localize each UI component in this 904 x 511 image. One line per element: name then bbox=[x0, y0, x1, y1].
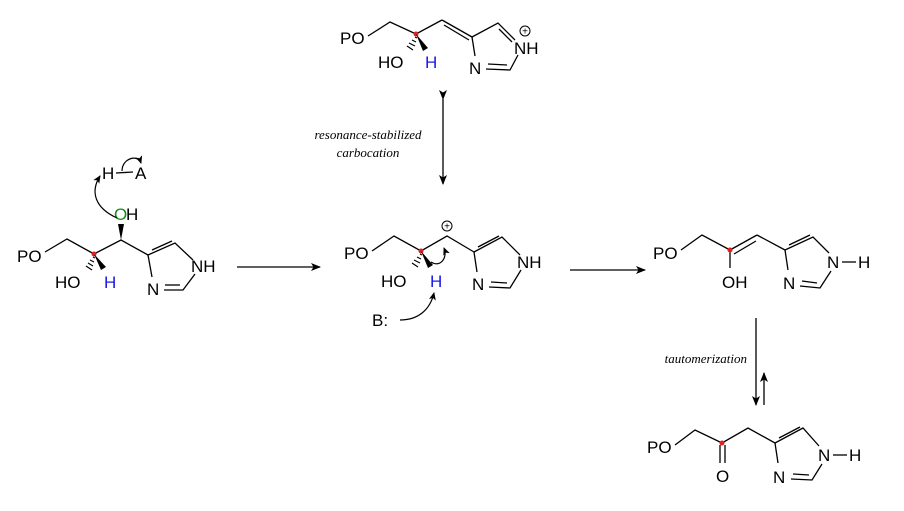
ring-bond bbox=[147, 254, 153, 278]
ring-bond bbox=[488, 269, 522, 289]
n-label: N bbox=[472, 275, 484, 294]
iminium-charge-circle bbox=[519, 25, 531, 37]
carbon-chain bbox=[680, 234, 731, 251]
phosphate-label: PO bbox=[340, 29, 365, 48]
tautomerization-label: tautomerization bbox=[665, 351, 747, 366]
base-label: B: bbox=[372, 311, 388, 330]
curly-arrow-oh-to-h bbox=[93, 175, 118, 219]
ring-bond bbox=[774, 442, 779, 464]
n-label: N bbox=[783, 274, 795, 293]
exocyclic-double-bond bbox=[441, 19, 473, 38]
stereocenter-dot bbox=[727, 247, 733, 253]
h-label: H bbox=[858, 253, 870, 272]
curly-arrow-ha-to-a bbox=[121, 155, 143, 172]
hydrogen-label-blue: H bbox=[425, 53, 437, 72]
enol-double-bond bbox=[733, 240, 757, 255]
ring-bond bbox=[147, 242, 194, 261]
ring-bond bbox=[799, 270, 832, 289]
carbon-chain bbox=[44, 238, 149, 256]
acid-a-label: A bbox=[135, 164, 147, 183]
phosphate-label: PO bbox=[653, 244, 678, 263]
carbon-chain bbox=[367, 19, 443, 37]
ring-double-bond bbox=[487, 63, 508, 66]
ring-bond bbox=[471, 22, 516, 41]
nh-label: NH bbox=[191, 257, 216, 276]
hydroxyl-label: HO bbox=[55, 273, 81, 292]
curly-arrow-base-to-h bbox=[399, 292, 436, 321]
hydrogen-label-blue: H bbox=[430, 272, 442, 291]
iminium-charge: + bbox=[522, 27, 528, 38]
ring-bond bbox=[164, 273, 196, 291]
nh-label: NH bbox=[517, 253, 542, 272]
phosphate-label: PO bbox=[17, 247, 42, 266]
n-label: N bbox=[469, 59, 481, 78]
ring-bond bbox=[471, 36, 476, 57]
cation-charge-circle bbox=[441, 220, 453, 232]
ring-bond bbox=[473, 236, 521, 256]
ring-double-bond bbox=[801, 280, 818, 284]
wedge-bond bbox=[416, 34, 428, 51]
ring-double-bond bbox=[477, 235, 500, 248]
h-label: H bbox=[849, 446, 861, 465]
ketone-product: PO O N H N bbox=[647, 426, 861, 487]
ring-bond bbox=[790, 463, 823, 481]
hydroxyl-h-label: H bbox=[126, 205, 138, 224]
hydroxyl-label: HO bbox=[378, 53, 404, 72]
ring-double-bond bbox=[778, 426, 801, 439]
ring-bond bbox=[784, 236, 830, 254]
curly-arrow-ch-to-cation bbox=[430, 247, 450, 265]
resonance-structure: PO HO H NH + N bbox=[340, 19, 539, 78]
ring-double-bond bbox=[151, 240, 173, 251]
phosphate-label: PO bbox=[344, 244, 369, 263]
carbocation-intermediate: PO + HO H NH N B: bbox=[344, 220, 542, 330]
carbon-chain bbox=[674, 427, 776, 446]
cation-charge: + bbox=[444, 222, 450, 233]
wedge-bond bbox=[94, 254, 106, 270]
ring-bond bbox=[774, 427, 820, 447]
ring-double-bond bbox=[792, 473, 810, 476]
n-label: N bbox=[147, 280, 159, 299]
hashed-bond bbox=[85, 256, 96, 271]
exocyclic-double-bond bbox=[443, 24, 470, 41]
carbonyl-o-label: O bbox=[716, 467, 729, 486]
nh-label: NH bbox=[514, 39, 539, 58]
ring-double-bond bbox=[498, 28, 513, 43]
carbon-bond bbox=[756, 234, 786, 251]
wedge-bond-oh bbox=[118, 224, 124, 240]
h-a-bond bbox=[115, 171, 134, 174]
carbonyl-carbon-dot bbox=[719, 440, 725, 446]
hydroxyl-label: HO bbox=[381, 272, 407, 291]
ring-double-bond bbox=[490, 281, 508, 284]
phosphate-label: PO bbox=[647, 438, 672, 457]
hashed-bond bbox=[406, 36, 418, 51]
ring-bond bbox=[485, 54, 519, 71]
resonance-label-line2: carbocation bbox=[337, 145, 400, 160]
hydrogen-label-blue: H bbox=[104, 273, 116, 292]
enol-double-bond bbox=[729, 234, 758, 251]
n-label: N bbox=[827, 253, 839, 272]
starting-material: PO HO H O H NH N H A bbox=[17, 155, 216, 299]
acid-h-label: H bbox=[102, 164, 114, 183]
ring-double-bond bbox=[788, 234, 811, 246]
ring-bond bbox=[784, 249, 789, 271]
oxygen-label-green: O bbox=[114, 205, 127, 224]
n-label: N bbox=[818, 446, 830, 465]
enol-intermediate: PO OH N H N bbox=[653, 234, 870, 293]
hydroxyl-label: OH bbox=[722, 273, 748, 292]
n-label: N bbox=[773, 468, 785, 487]
ring-bond bbox=[473, 251, 478, 273]
hashed-bond bbox=[411, 253, 423, 268]
resonance-label-line1: resonance-stabilized bbox=[314, 127, 422, 142]
wedge-bond bbox=[421, 251, 433, 268]
